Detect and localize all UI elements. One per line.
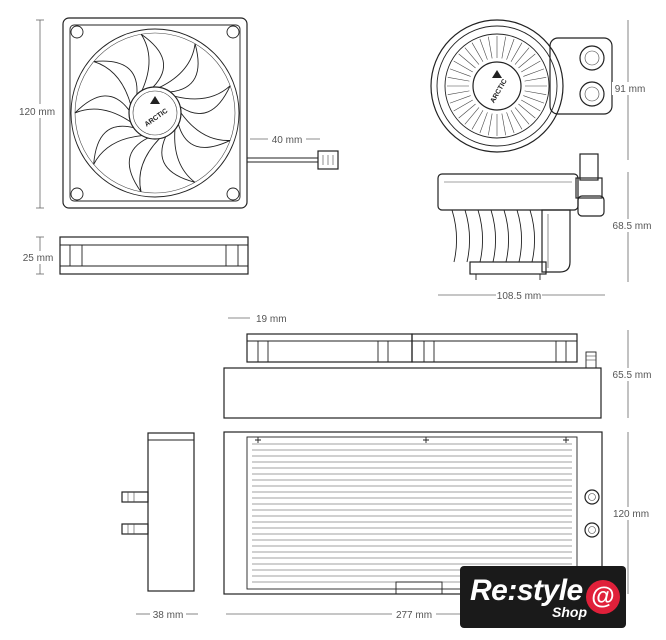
fan-blade [93, 60, 138, 105]
fan-logo-text: ARCTIC [144, 108, 170, 129]
pump-rib [501, 36, 506, 59]
pump-rib [518, 103, 536, 119]
pump-rib [479, 112, 488, 134]
fan-front-view: ARCTIC [62, 17, 339, 209]
pump-top-height-label: 91 mm [615, 84, 646, 95]
pump-fin [477, 209, 483, 263]
pump-fin [490, 209, 496, 263]
pump-fin [451, 209, 457, 263]
fan-blade [174, 85, 231, 115]
at-symbol-icon: @ [586, 580, 620, 614]
pump-rib [514, 107, 530, 125]
pump-rib [453, 99, 473, 112]
fan-side-view [59, 236, 249, 275]
pump-rib [449, 95, 471, 104]
pump-rib [506, 38, 515, 60]
dim-fan-gap: 19 mm [228, 314, 287, 325]
dim-pump-top-height: 91 mm [612, 20, 652, 160]
watermark-badge: Re:style Shop @ [460, 566, 626, 628]
pump-rib [518, 53, 536, 69]
pump-rib [524, 77, 547, 82]
tank-width-label: 38 mm [153, 610, 184, 621]
pump-rib [488, 113, 493, 136]
dim-pump-width: 108.5 mm [438, 288, 605, 302]
pump-rib [514, 47, 530, 65]
pump-rib [488, 36, 493, 59]
pump-rib [523, 68, 545, 77]
pump-rib [471, 110, 484, 130]
dim-radiator-height: 120 mm [610, 432, 654, 594]
pump-rib [453, 60, 473, 73]
pump-rib [458, 53, 476, 69]
pump-rear-view [121, 432, 195, 592]
fan-blade [161, 129, 196, 183]
pump-top-view: ARCTIC [430, 19, 613, 153]
pump-rib [510, 110, 523, 130]
dim-cable-length: 40 mm [250, 132, 320, 146]
pump-rib [447, 77, 470, 82]
pump-rib [447, 90, 470, 95]
pump-fin [464, 209, 470, 263]
pump-rib [458, 103, 476, 119]
radiator-thickness-label: 65.5 mm [613, 370, 652, 381]
pump-logo-text: ARCTIC [490, 78, 509, 104]
pump-rib [479, 38, 488, 60]
pump-width-label: 108.5 mm [497, 291, 541, 302]
pump-rib [464, 47, 480, 65]
radiator-length-label: 277 mm [396, 610, 432, 621]
pump-rib [501, 113, 506, 136]
pump-rib [471, 42, 484, 62]
fan-blade [93, 125, 143, 165]
watermark-brand: Re:style [470, 574, 583, 607]
fan-blades [74, 33, 231, 193]
dim-tank-width: 38 mm [136, 610, 198, 621]
pump-side-view [437, 153, 605, 280]
watermark-shop: Shop [552, 604, 587, 620]
radiator-height-label: 120 mm [613, 509, 649, 520]
pump-fin [516, 209, 522, 263]
fan-blade [140, 33, 164, 91]
dim-radiator-thickness: 65.5 mm [608, 330, 660, 418]
pump-rib [523, 95, 545, 104]
pump-fin [529, 209, 535, 263]
dim-fan-height: 120 mm [16, 19, 56, 209]
fan-blade [177, 112, 231, 148]
dim-pump-side-height: 68.5 mm [608, 172, 660, 282]
pump-side-height-label: 68.5 mm [613, 221, 652, 232]
fan-blade [159, 43, 199, 93]
cable-length-label: 40 mm [272, 135, 303, 146]
fan-blade [74, 95, 131, 123]
radiator-fins [252, 443, 572, 583]
pump-rib [464, 107, 480, 125]
dim-radiator-length: 277 mm [226, 610, 460, 621]
pump-fins [451, 209, 535, 263]
fan-thickness-label: 25 mm [23, 253, 54, 264]
radiator-side-view [223, 333, 602, 419]
pump-rib [521, 99, 541, 112]
pump-rib [449, 68, 471, 77]
dim-fan-thickness: 25 mm [20, 236, 56, 275]
pump-rib [506, 112, 515, 134]
pump-rib [521, 60, 541, 73]
pump-fin [503, 209, 509, 263]
pump-rib [524, 90, 547, 95]
pump-rib [510, 42, 523, 62]
fan-gap-label: 19 mm [256, 314, 287, 325]
fan-blade [128, 137, 160, 193]
pump-ribs [447, 36, 547, 136]
fan-height-label: 120 mm [19, 107, 55, 118]
